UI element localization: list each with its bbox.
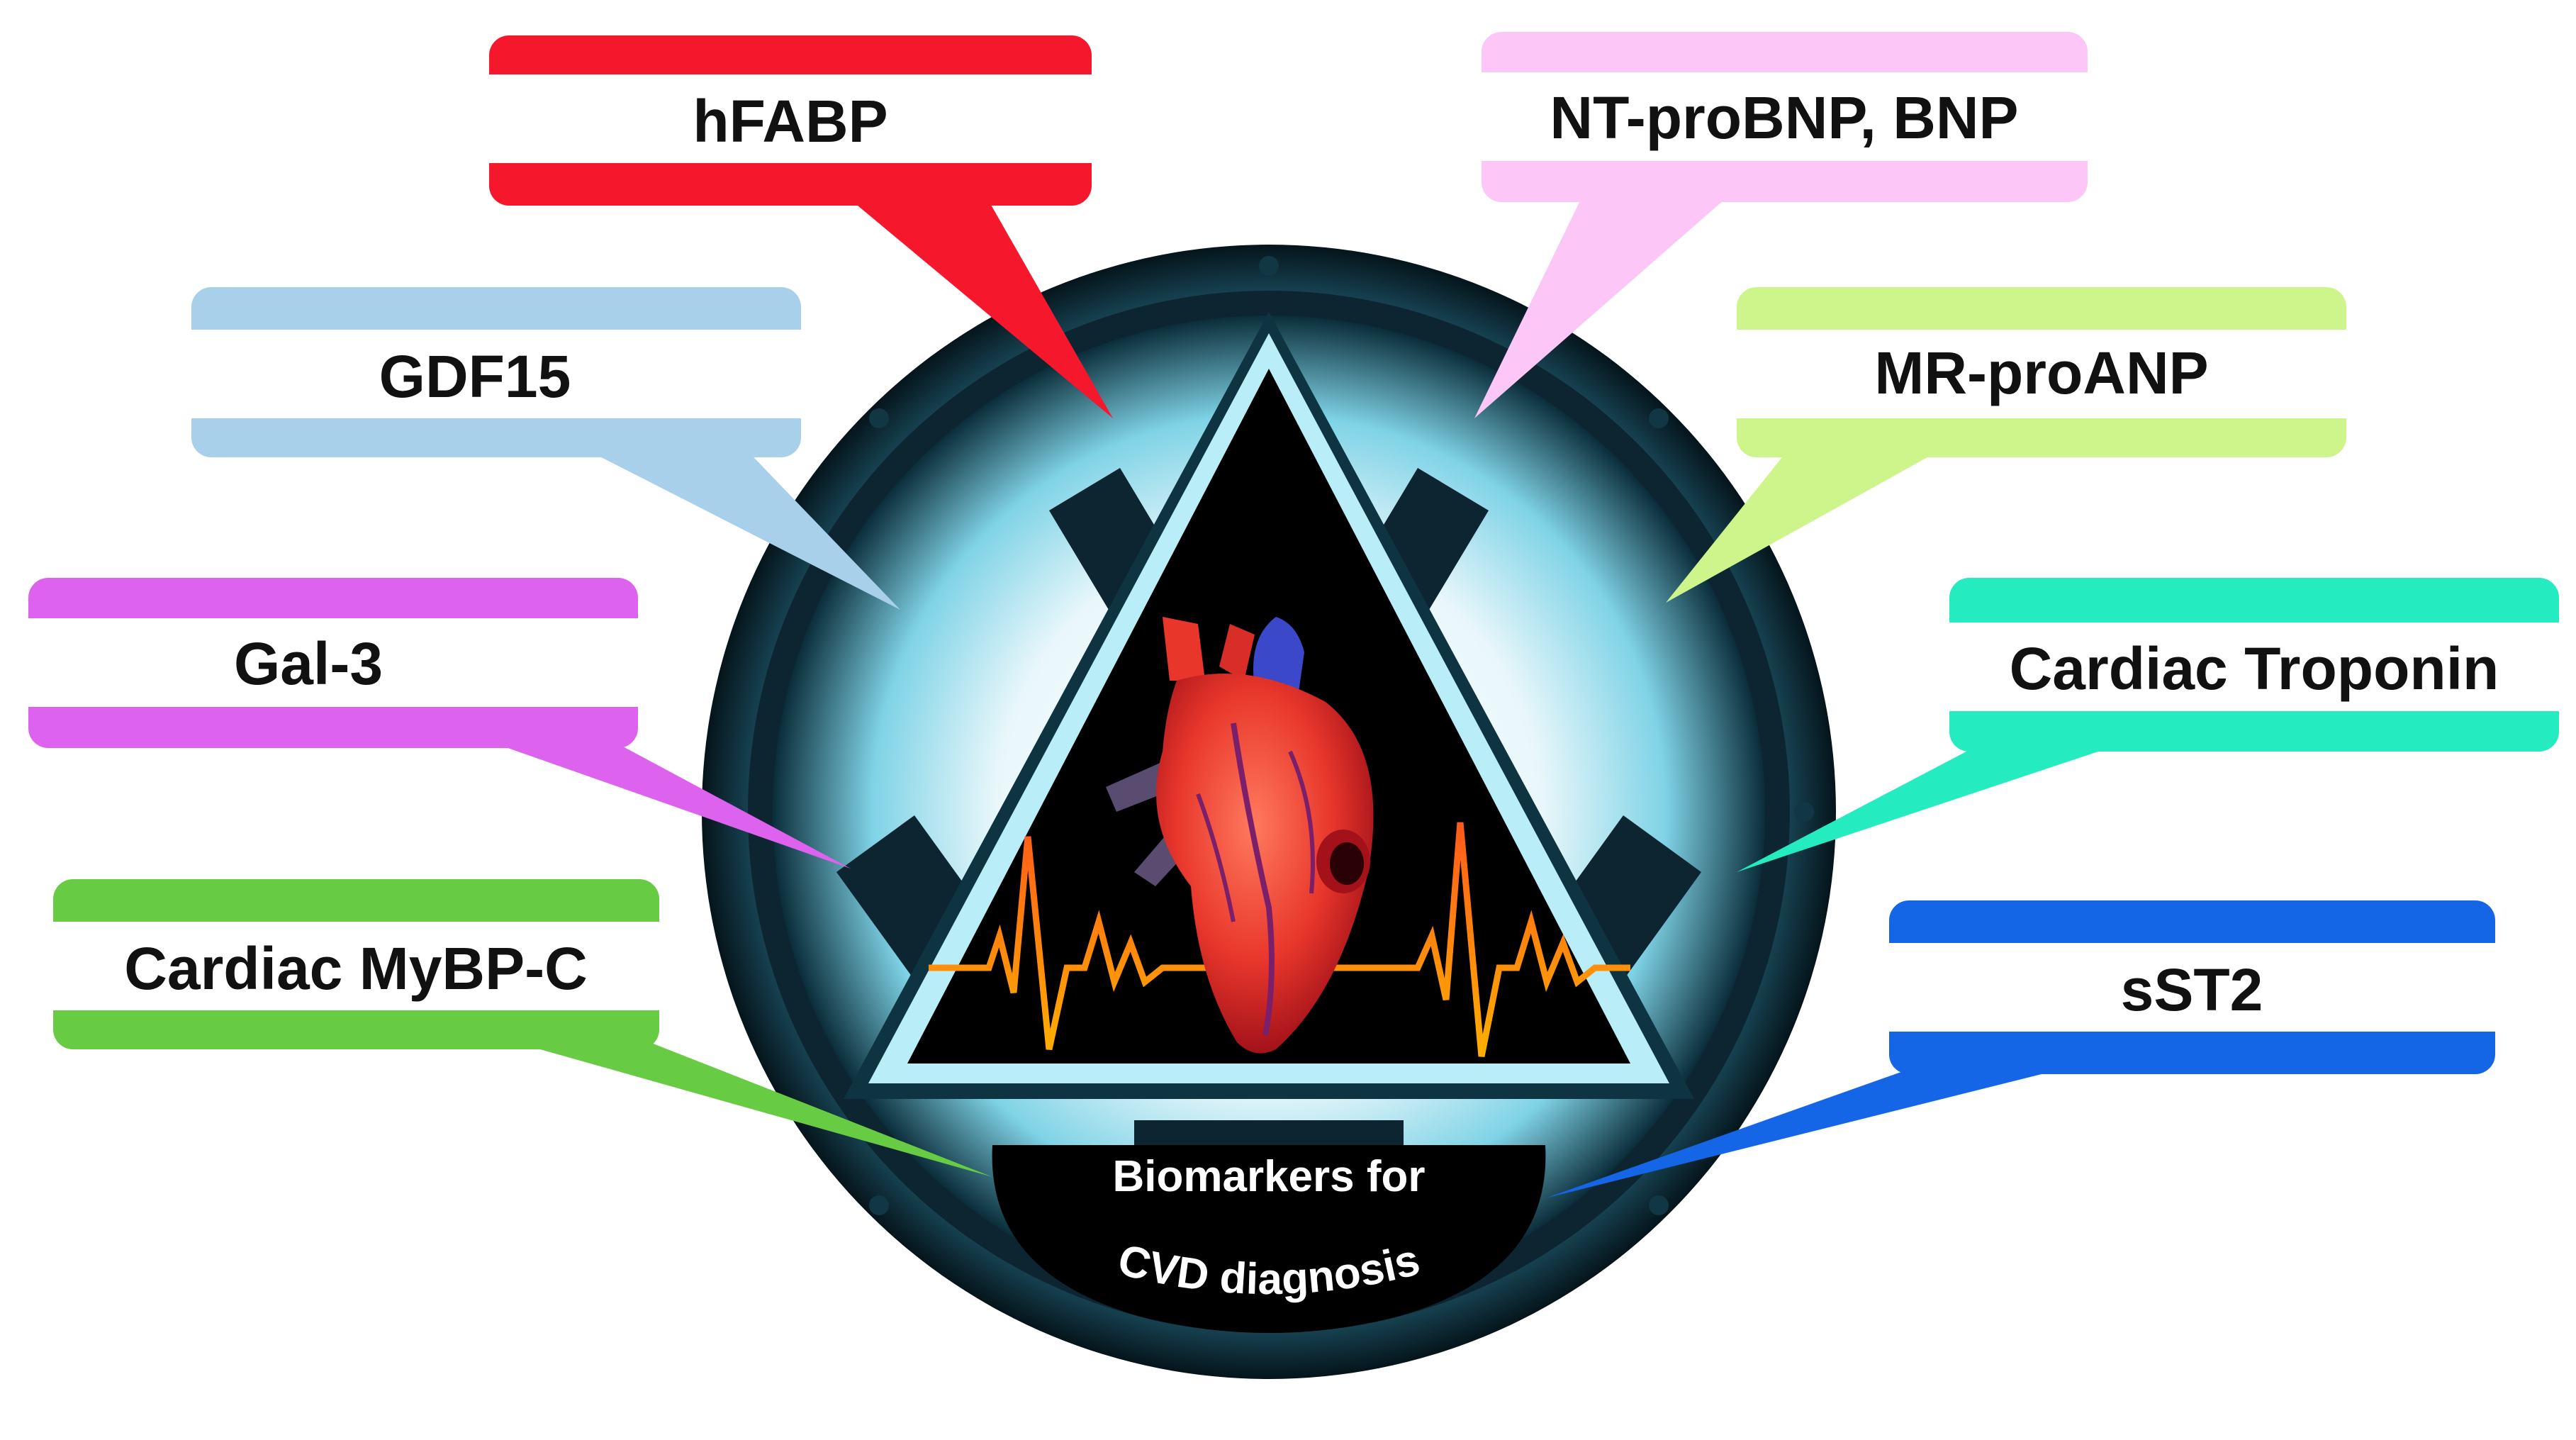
- center-label-group: Biomarkers for CVD diagnosis: [992, 1145, 1546, 1333]
- heart-illustration: [1106, 617, 1374, 1054]
- label-sst2: sST2: [2121, 956, 2263, 1023]
- label-gdf15: GDF15: [379, 343, 571, 410]
- label-gal3: Gal-3: [234, 630, 383, 697]
- label-ntprobnp: NT-proBNP, BNP: [1550, 84, 2018, 151]
- ring-screws: [724, 256, 1814, 1215]
- callout-mybpc: Cardiac MyBP-C: [53, 879, 992, 1177]
- callout-gdf15: GDF15: [191, 287, 900, 610]
- label-mybpc: Cardiac MyBP-C: [124, 935, 588, 1002]
- callout-troponin: Cardiac Troponin: [1737, 578, 2559, 872]
- label-troponin: Cardiac Troponin: [2010, 635, 2499, 702]
- callout-ntprobnp: NT-proBNP, BNP: [1474, 32, 2088, 418]
- label-hfabp: hFABP: [693, 88, 887, 155]
- callout-mrproanp: MR-proANP: [1666, 287, 2346, 603]
- callout-hfabp: hFABP: [489, 35, 1113, 418]
- callout-sst2: sST2: [1545, 900, 2495, 1198]
- center-label-line-1: Biomarkers for: [1112, 1152, 1425, 1201]
- label-mrproanp: MR-proANP: [1874, 340, 2208, 406]
- callout-gal3: Gal-3: [28, 578, 851, 869]
